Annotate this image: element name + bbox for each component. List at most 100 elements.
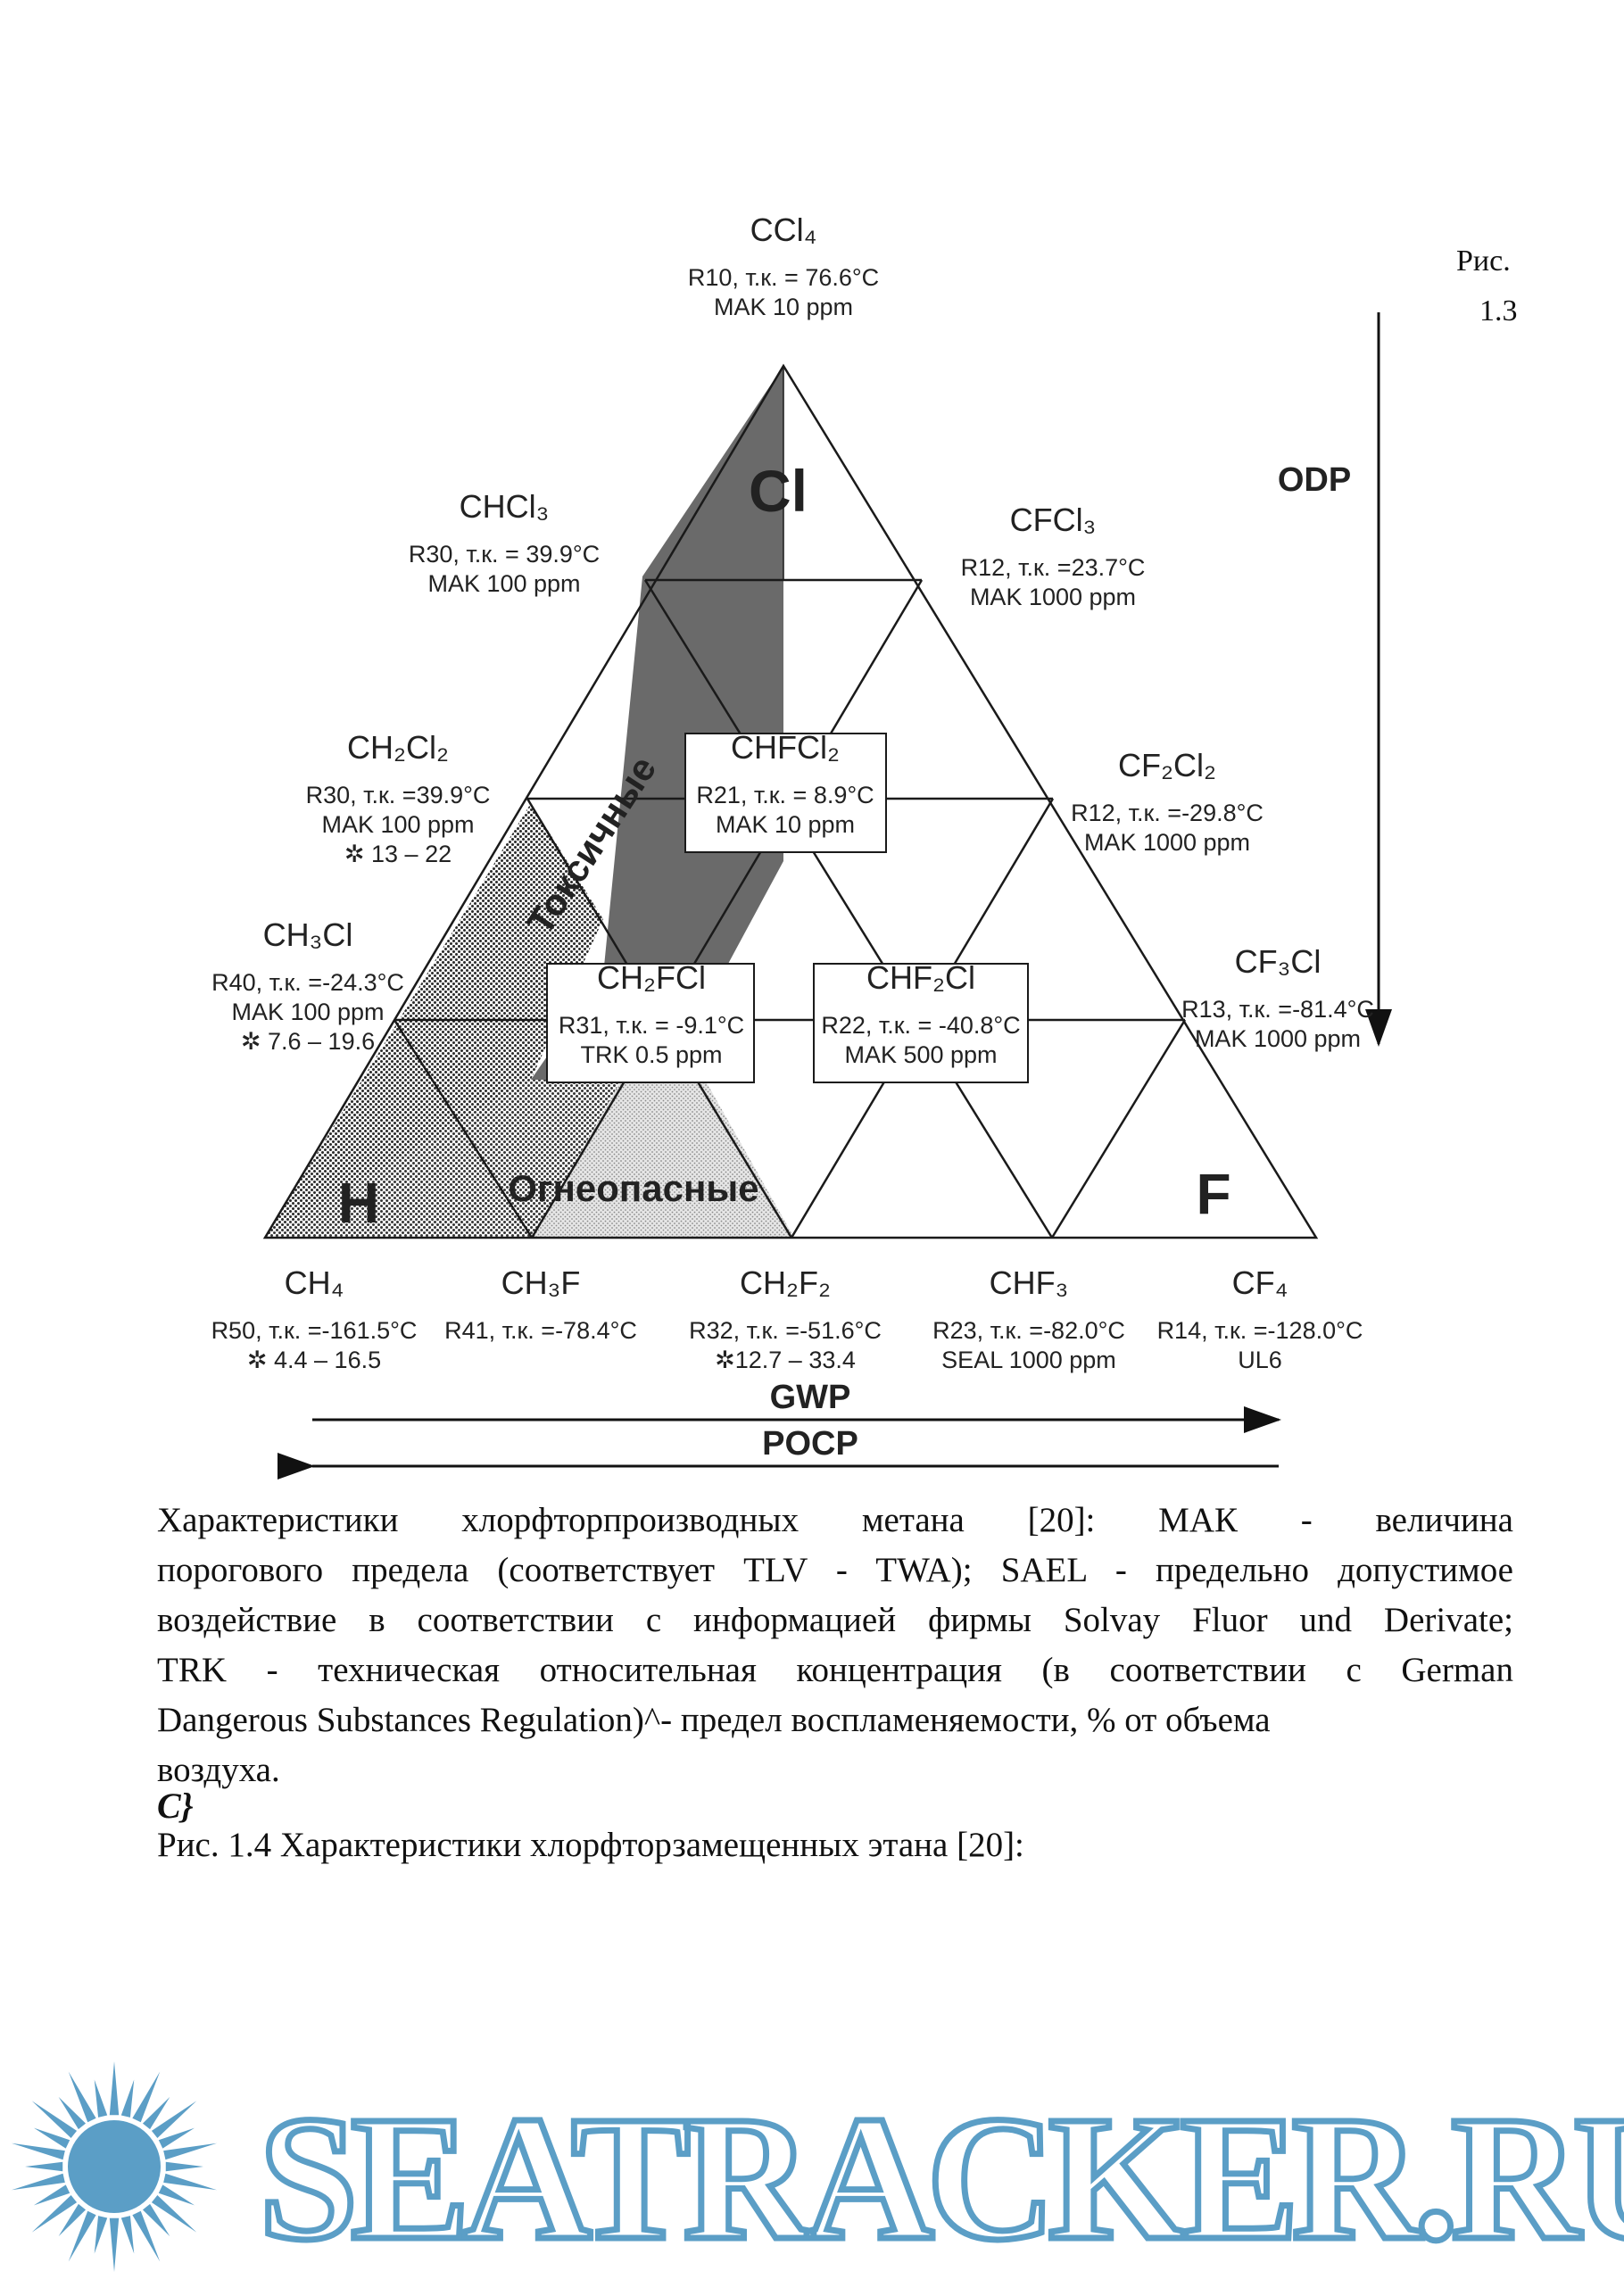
next-figure-caption: Рис. 1.4 Характеристики хлорфторзамещенн… [157,1826,1024,1864]
sun-logo-icon [11,2061,218,2272]
odp-label: ODP [1278,461,1351,499]
compound-formula: CH₃Cl [263,916,353,953]
sun-ray [158,2127,195,2149]
compound-property: MAK 500 ppm [844,1041,997,1068]
compound-property: MAK 100 ppm [231,999,384,1025]
compound-property: R32, т.к. =-51.6°C [689,1317,882,1344]
sun-ray [31,2101,78,2139]
sun-ray [58,2096,87,2130]
caption-line-1: Характеристики хлорфторпроизводных метан… [157,1501,1513,1539]
compound-formula: CCl₄ [750,211,817,248]
sun-ray [151,2194,197,2233]
compound-property: R21, т.к. = 8.9°C [696,782,874,808]
flammable-region-label: Огнеопасные [508,1167,758,1209]
caption-line-3: воздействие в соответствии с информацией… [157,1601,1513,1639]
compound-formula: CF₃Cl [1235,943,1322,980]
compound-property: ✲ 4.4 – 16.5 [247,1347,381,1373]
compound-property: R14, т.к. =-128.0°C [1157,1317,1363,1344]
sun-ray [120,2216,135,2254]
compound-property: R30, т.к. = 39.9°C [409,541,600,568]
compound-property: R30, т.к. =39.9°C [306,782,491,808]
caption-line-6: воздуха. [157,1751,280,1789]
sun-core [68,2120,161,2213]
pocp-label: POCP [762,1425,858,1463]
f-corner-label: F [1196,1162,1230,1226]
compound-property: SEAL 1000 ppm [941,1347,1116,1373]
caption-line-5: Dangerous Substances Regulation)^- преде… [157,1701,1271,1739]
compound-property: R23, т.к. =-82.0°C [932,1317,1125,1344]
caption-line-2: порогового предела (соответствует TLV - … [157,1551,1513,1589]
compound-boxes [546,733,1029,1083]
sun-ray [31,2194,78,2233]
compound-formula: CH₄ [285,1264,344,1301]
figure-side-label-2: 1.3 [1479,294,1518,327]
compound-property: MAK 10 ppm [714,294,853,320]
compound-property: MAK 100 ppm [427,570,580,597]
figure-side-label-1: Рис. [1456,245,1511,278]
compound-property: ✲ 13 – 22 [344,841,452,867]
compound-property: MAK 100 ppm [321,811,474,838]
watermark-text: SEATRACKER.RU [256,2080,1624,2277]
compound-formula: CH₂FCl [597,959,706,996]
compound-property: MAK 1000 ppm [1084,829,1250,856]
compound-property: MAK 1000 ppm [1195,1025,1361,1052]
compound-property: R31, т.к. = -9.1°C [559,1012,744,1039]
sun-ray [163,2173,218,2191]
compound-property: R10, т.к. = 76.6°C [688,264,879,291]
compound-property: ✲12.7 – 33.4 [715,1347,856,1373]
compound-formula: CF₄ [1232,1264,1288,1301]
h-corner-label: H [338,1171,379,1235]
compound-formula: CHF₂Cl [866,959,975,996]
compound-formula: CF₂Cl₂ [1118,747,1216,783]
sun-ray [58,2203,87,2237]
compound-property: R50, т.к. =-161.5°C [211,1317,418,1344]
compound-formula: CHCl₃ [460,488,550,525]
sun-ray [109,2061,120,2116]
sun-ray [94,2216,108,2254]
compound-property: ✲ 7.6 – 19.6 [241,1028,375,1055]
compound-property: R12, т.к. =-29.8°C [1071,800,1264,826]
sun-ray [158,2184,195,2206]
caption-symbol: C} [157,1786,194,1826]
compound-property: R41, т.к. =-78.4°C [444,1317,637,1344]
compound-formula: CH₂Cl₂ [347,729,449,766]
sun-ray [163,2143,218,2160]
cl-corner-label: Cl [749,458,808,524]
compound-property: TRK 0.5 ppm [580,1041,722,1068]
compound-formula: CHF₃ [990,1264,1069,1301]
sun-ray [68,2210,96,2262]
sun-ray [120,2079,135,2118]
sun-ray [142,2203,170,2237]
flammable-region [265,1080,621,1238]
compound-property: MAK 10 ppm [716,811,855,838]
gwp-label: GWP [770,1379,851,1416]
compound-property: R13, т.к. =-81.4°C [1181,996,1374,1023]
sun-ray [165,2161,203,2172]
compound-property: R12, т.к. =23.7°C [961,554,1146,581]
compound-formula: CH₂F₂ [740,1264,831,1301]
sun-ray [33,2127,70,2149]
compound-formula: CHFCl₂ [731,729,840,766]
flammable-light-region [534,1080,794,1238]
sun-ray [11,2173,65,2191]
sun-ray [142,2096,170,2130]
sun-ray [11,2143,65,2160]
compound-property: R40, т.к. =-24.3°C [211,969,404,996]
compound-property: MAK 1000 ppm [970,584,1136,610]
compound-formula: CH₃F [501,1264,581,1301]
sun-ray [109,2217,120,2272]
sun-ray [68,2071,96,2123]
compound-formula: CFCl₃ [1010,501,1097,538]
toxic-region [531,366,783,1080]
sun-ray [33,2184,70,2206]
sun-ray [151,2101,197,2139]
sun-ray [94,2079,108,2118]
sun-ray [132,2071,161,2123]
compound-property: R22, т.к. = -40.8°C [821,1012,1020,1039]
caption-line-4: TRK - техническая относительная концентр… [157,1651,1513,1689]
sun-ray [132,2210,161,2262]
sun-ray [25,2161,63,2172]
compound-property: UL6 [1238,1347,1282,1373]
methane-halocarbon-triangle-diagram: ODP GWP POCP Cl H F Токсичные Огнеопасны… [211,211,1392,1480]
